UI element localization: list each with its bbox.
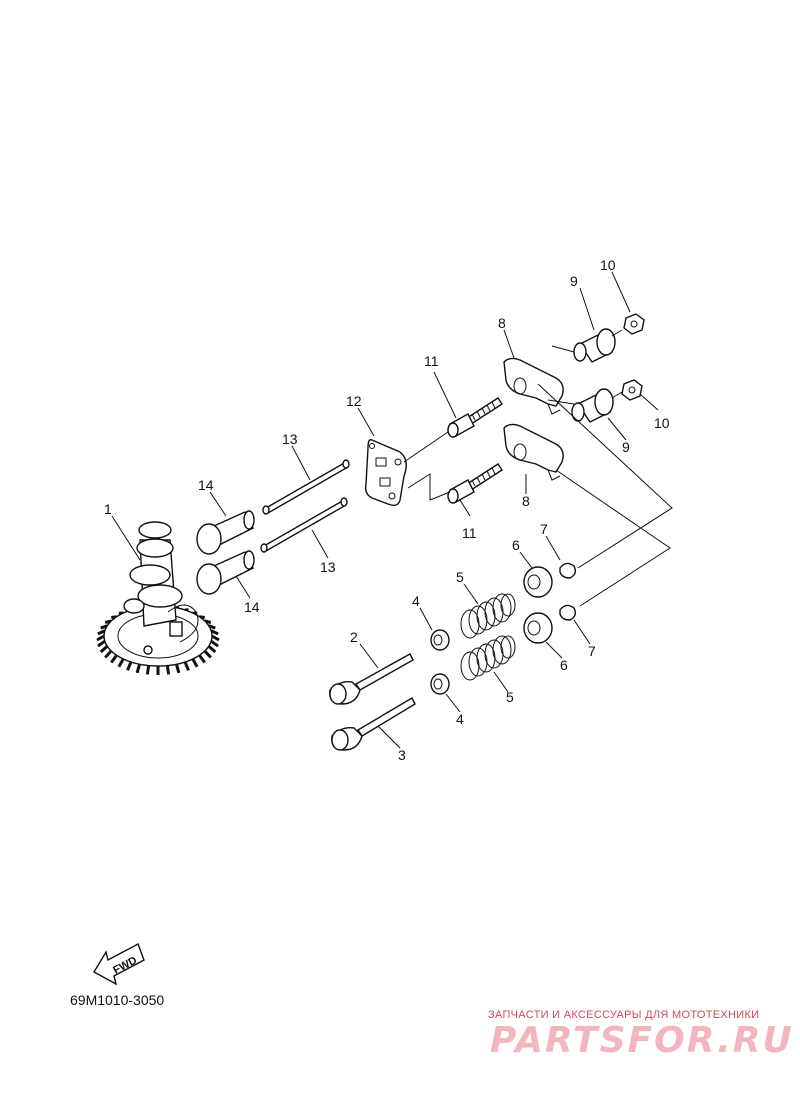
valve-spring-upper (460, 593, 516, 639)
rocker-nut-upper (623, 313, 645, 335)
intake-valve (329, 653, 414, 705)
callout-14b: 14 (244, 599, 260, 615)
watermark-logo: PARTSFOR.RU (490, 1020, 794, 1061)
watermark-tagline: ЗАПЧАСТИ И АКСЕССУАРЫ ДЛЯ МОТОТЕХНИКИ (488, 1009, 760, 1021)
gear-tooth (126, 661, 133, 671)
callout-2: 2 (350, 629, 358, 645)
gear-tooth (99, 645, 109, 654)
rocker-guide-plate (364, 438, 407, 507)
valve-cotter-upper (559, 562, 577, 579)
push-rod-lower (260, 497, 348, 553)
gear-tooth (97, 629, 106, 636)
exhaust-valve (331, 697, 416, 751)
callout-7b: 7 (588, 643, 596, 659)
callout-4b: 4 (456, 711, 464, 727)
callout-1: 1 (104, 501, 112, 517)
spring-retainer-lower (523, 612, 553, 644)
part-callouts: 1 2 3 4 4 5 5 6 6 7 7 8 8 9 9 10 10 11 1… (104, 257, 670, 763)
callout-5b: 5 (506, 689, 514, 705)
gear-tooth (145, 665, 151, 675)
valve-lifter-lower (196, 550, 255, 595)
callout-8b: 8 (522, 493, 530, 509)
rocker-arm-lower (503, 423, 564, 481)
assembly-guide-lines (403, 329, 673, 607)
gear-tooth (117, 658, 125, 668)
rocker-nut-lower (621, 379, 643, 401)
rocker-stud-upper (447, 397, 503, 438)
gear-tooth (135, 663, 141, 674)
callout-3: 3 (398, 747, 406, 763)
callout-14a: 14 (198, 477, 214, 493)
gear-tooth (203, 649, 212, 659)
forward-direction-arrow: FWD (93, 943, 145, 986)
callout-10a: 10 (600, 257, 616, 273)
callout-7a: 7 (540, 521, 548, 537)
spring-retainer-upper (523, 566, 553, 598)
gear-tooth (104, 649, 113, 659)
callout-12: 12 (346, 393, 362, 409)
gear-tooth (207, 645, 217, 654)
callout-8a: 8 (498, 315, 506, 331)
rocker-pivot-lower (571, 388, 614, 423)
valve-seal-lower (430, 673, 450, 695)
gear-tooth (165, 665, 171, 675)
callout-5a: 5 (456, 569, 464, 585)
gear-tooth (210, 639, 219, 648)
push-rod-upper (262, 459, 350, 515)
gear-tooth (175, 663, 181, 674)
callout-4a: 4 (412, 593, 420, 609)
callout-9b: 9 (622, 439, 630, 455)
valve-spring-lower (460, 635, 516, 681)
valve-seal-upper (430, 629, 450, 651)
rocker-pivot-upper (573, 328, 616, 363)
rocker-stud-lower (447, 463, 503, 504)
callout-13b: 13 (320, 559, 336, 575)
callout-9a: 9 (570, 273, 578, 289)
callout-6a: 6 (512, 537, 520, 553)
callout-6b: 6 (560, 657, 568, 673)
valve-cotter-lower (559, 604, 577, 621)
gear-tooth (211, 634, 220, 642)
diagram-code: 69M1010-3050 (70, 992, 165, 1008)
rocker-arm-upper (503, 357, 564, 415)
camshaft-assembly (96, 521, 220, 675)
callout-11a: 11 (424, 353, 439, 369)
gear-tooth (183, 661, 190, 671)
gear-tooth (210, 629, 219, 636)
callout-10b: 10 (654, 415, 670, 431)
gear-tooth (96, 634, 105, 642)
gear-tooth (191, 658, 199, 668)
gear-tooth (97, 639, 106, 648)
leader-lines (111, 271, 659, 749)
gear-tooth (110, 654, 118, 664)
gear-tooth (198, 654, 206, 664)
valve-lifter-upper (196, 510, 255, 555)
callout-13a: 13 (282, 431, 298, 447)
callout-11b: 11 (462, 525, 477, 541)
